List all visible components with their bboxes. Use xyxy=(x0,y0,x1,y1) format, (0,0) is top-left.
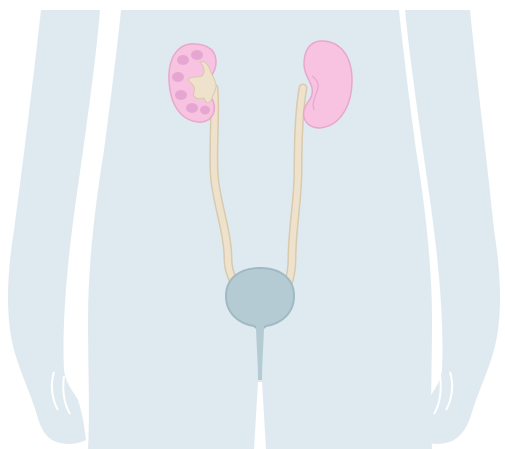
renal-pyramid xyxy=(191,50,203,60)
renal-pyramid xyxy=(175,90,187,100)
renal-pyramid xyxy=(172,72,184,82)
torso xyxy=(88,10,432,449)
renal-pyramid xyxy=(186,103,198,113)
renal-pyramid xyxy=(200,106,210,115)
renal-pyramid xyxy=(177,55,189,65)
